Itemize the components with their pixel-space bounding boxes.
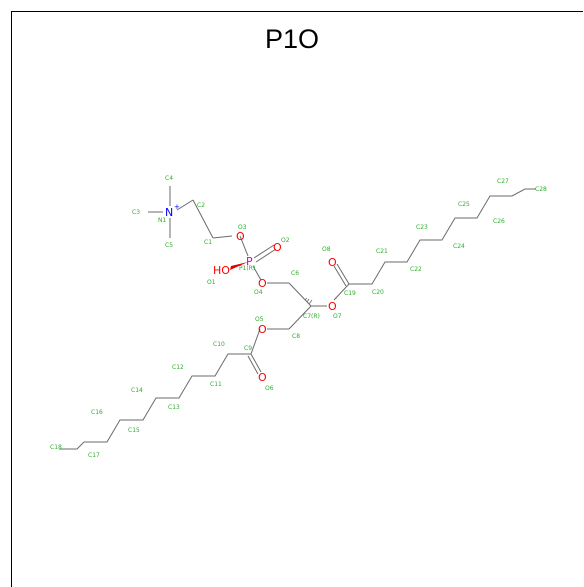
label-c27: C27 bbox=[497, 178, 509, 185]
atom-o3: O bbox=[236, 230, 245, 243]
label-c5: C5 bbox=[165, 242, 173, 249]
charge-plus: + bbox=[174, 203, 180, 211]
label-c8: C8 bbox=[292, 333, 300, 340]
label-c21: C21 bbox=[376, 248, 388, 255]
label-o5: O5 bbox=[255, 316, 264, 323]
label-c6: C6 bbox=[291, 270, 299, 277]
atom-o6: O bbox=[258, 371, 267, 384]
wedge-bond-p1-oh bbox=[230, 262, 248, 270]
label-c25: C25 bbox=[458, 201, 470, 208]
label-c20: C20 bbox=[372, 289, 384, 296]
atom-o5: O bbox=[258, 323, 267, 336]
label-c4: C4 bbox=[165, 175, 173, 182]
label-c24: C24 bbox=[453, 243, 465, 250]
bond-o7-c19 bbox=[333, 283, 350, 301]
label-o6: O6 bbox=[265, 385, 274, 392]
label-p1: P1(R) bbox=[239, 265, 255, 272]
label-c3: C3 bbox=[132, 209, 140, 216]
label-c23: C23 bbox=[416, 224, 428, 231]
label-c1: C1 bbox=[204, 239, 212, 246]
label-c12: C12 bbox=[172, 364, 184, 371]
bond-n1-c2 bbox=[176, 199, 194, 211]
label-c22: C22 bbox=[410, 266, 422, 273]
label-c19: C19 bbox=[344, 290, 356, 297]
bond-p1-o2-a bbox=[253, 244, 275, 259]
label-c2: C2 bbox=[197, 202, 205, 209]
bond-p1-o2-b bbox=[255, 248, 277, 263]
bonds bbox=[59, 186, 536, 450]
bond-c9-o6-b bbox=[247, 355, 259, 375]
atom-labels: C4 C3 N1 C5 C2 C1 O3 O2 P1(R) O1 O4 C6 C… bbox=[50, 175, 547, 459]
label-c14: C14 bbox=[131, 387, 143, 394]
label-c10: C10 bbox=[213, 341, 225, 348]
label-c16: C16 bbox=[91, 409, 103, 416]
label-c18: C18 bbox=[50, 444, 62, 451]
bond-chain-upper bbox=[349, 188, 536, 285]
label-c9: C9 bbox=[244, 345, 252, 352]
atom-phosphorus: P bbox=[246, 255, 253, 268]
bond-c19-o8-b bbox=[333, 265, 347, 287]
label-c11: C11 bbox=[210, 381, 222, 388]
atom-o2: O bbox=[273, 241, 282, 254]
label-c15: C15 bbox=[128, 427, 140, 434]
label-n1: N1 bbox=[158, 217, 166, 224]
bond-o3-p1 bbox=[239, 235, 249, 257]
bond-p1-o4 bbox=[252, 265, 262, 281]
bond-c1-o3 bbox=[212, 235, 233, 239]
label-c17: C17 bbox=[88, 452, 100, 459]
label-c13: C13 bbox=[168, 404, 180, 411]
label-c26: C26 bbox=[493, 218, 505, 225]
atom-hydroxyl: HO bbox=[213, 264, 230, 277]
label-c28: C28 bbox=[535, 186, 547, 193]
bond-c9-o6-a bbox=[250, 353, 262, 373]
bond-o5-c9 bbox=[250, 328, 261, 355]
atom-o8: O bbox=[328, 256, 337, 269]
label-o2: O2 bbox=[281, 237, 290, 244]
label-o3: O3 bbox=[238, 224, 247, 231]
bond-c6-c7 bbox=[288, 282, 312, 307]
label-o4: O4 bbox=[254, 289, 263, 296]
molecule-title: P1O bbox=[264, 24, 320, 54]
atom-o7: O bbox=[328, 300, 337, 313]
atom-o4: O bbox=[258, 277, 267, 290]
label-o1: O1 bbox=[207, 279, 216, 286]
atom-nitrogen: N bbox=[165, 206, 173, 219]
hash-bond-c7 bbox=[304, 297, 313, 305]
label-o8: O8 bbox=[322, 246, 331, 253]
bond-c19-o8-a bbox=[336, 263, 350, 285]
bond-c2-c1 bbox=[192, 199, 214, 239]
label-o7: O7 bbox=[333, 313, 342, 320]
bond-c7-c8 bbox=[288, 305, 312, 330]
diagram-frame bbox=[11, 11, 583, 587]
bond-chain-lower bbox=[59, 353, 251, 450]
label-c7: C7(R) bbox=[303, 313, 320, 320]
